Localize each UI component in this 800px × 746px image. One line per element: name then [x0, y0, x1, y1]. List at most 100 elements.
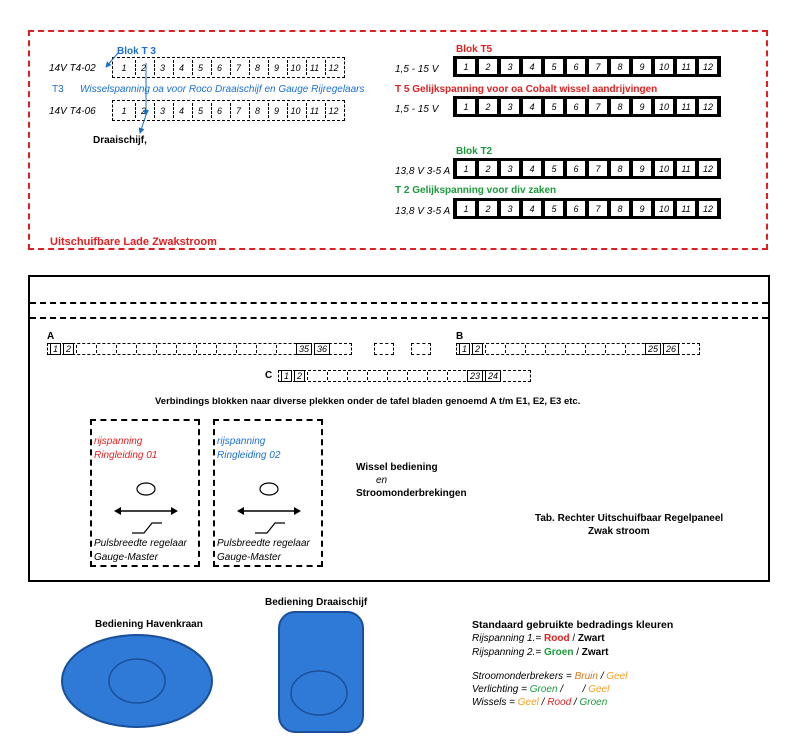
t3-desc-prefix: T3 — [52, 84, 64, 95]
blok-t2-title: Blok T2 — [456, 146, 493, 157]
block-c-strip: 1 2 23 24 — [278, 370, 531, 382]
terminal-6: 6 — [211, 103, 227, 118]
block-b-label: B — [456, 331, 464, 342]
block-b-first-1: 1 — [459, 343, 471, 355]
t3-row2-label: 14V T4-06 — [49, 106, 96, 117]
wissel-line1: Wissel bediening — [356, 462, 438, 473]
terminal-11: 11 — [677, 99, 695, 114]
t2-row1-label: 13,8 V 3-5 A — [395, 166, 451, 177]
terminal-2: 2 — [479, 161, 497, 176]
control-panel-frame — [28, 275, 770, 582]
terminal-6: 6 — [567, 161, 585, 176]
t5-desc: T 5 Gelijkspanning voor oa Cobalt wissel… — [395, 84, 658, 95]
terminal-4: 4 — [523, 201, 541, 216]
ctrl1-line1: rijspanning — [94, 436, 143, 447]
terminal-3: 3 — [154, 60, 170, 75]
ctrl1-knob-icon[interactable] — [110, 481, 180, 539]
ctrl1-line4: Gauge-Master — [94, 552, 158, 563]
wissel-line2: en — [376, 475, 388, 486]
terminal-1: 1 — [457, 161, 475, 176]
block-b-first-2: 2 — [472, 343, 484, 355]
blok-t5-title: Blok T5 — [456, 44, 493, 55]
tab-line1: Tab. Rechter Uitschuifbaar Regelpaneel — [535, 513, 724, 524]
terminal-2: 2 — [135, 60, 151, 75]
terminal-10: 10 — [655, 161, 673, 176]
ctrl2-line4: Gauge-Master — [217, 552, 281, 563]
terminal-5: 5 — [192, 60, 208, 75]
block-a-strip: 1 2 35 36 — [47, 343, 352, 355]
groen-swatch: Groen — [544, 647, 574, 658]
terminal-3: 3 — [501, 161, 519, 176]
rood-swatch: Rood — [544, 633, 570, 644]
ctrl2-line3: Pulsbreedte regelaar — [217, 538, 310, 549]
blok-t3-title: Blok T 3 — [117, 46, 156, 57]
terminal-9: 9 — [633, 201, 651, 216]
terminal-9: 9 — [268, 103, 284, 118]
block-c-first-1: 1 — [281, 370, 293, 382]
ctrl2-line2: Ringleiding 02 — [217, 450, 281, 461]
legend-rij2: Rijspanning 2.= Groen / Zwart — [472, 647, 609, 658]
terminal-8: 8 — [611, 201, 629, 216]
terminal-10: 10 — [655, 59, 673, 74]
draaischijf-control-icon[interactable] — [277, 610, 365, 735]
terminal-2: 2 — [479, 201, 497, 216]
terminal-2: 2 — [479, 99, 497, 114]
ctrl1-line3: Pulsbreedte regelaar — [94, 538, 187, 549]
terminal-5: 5 — [545, 161, 563, 176]
t3-arrows — [105, 52, 149, 134]
terminal-6: 6 — [567, 201, 585, 216]
t5-row1-label: 1,5 - 15 V — [395, 64, 439, 75]
t3-row1-label: 14V T4-02 — [49, 63, 96, 74]
ctrl1-line2: Ringleiding 01 — [94, 450, 158, 461]
terminal-3: 3 — [154, 103, 170, 118]
block-b-strip: 1 2 25 26 — [456, 343, 700, 355]
terminal-7: 7 — [230, 103, 246, 118]
t2-desc: T 2 Gelijkspanning voor div zaken — [395, 185, 557, 196]
terminal-4: 4 — [523, 99, 541, 114]
terminal-8: 8 — [611, 59, 629, 74]
terminal-5: 5 — [545, 59, 563, 74]
terminal-11: 11 — [677, 201, 695, 216]
terminal-11: 11 — [677, 59, 695, 74]
terminal-7: 7 — [230, 60, 246, 75]
ctrl2-knob-icon[interactable] — [233, 481, 303, 539]
terminal-4: 4 — [523, 161, 541, 176]
terminal-6: 6 — [567, 59, 585, 74]
terminal-4: 4 — [523, 59, 541, 74]
terminal-3: 3 — [501, 99, 519, 114]
terminal-7: 7 — [589, 161, 607, 176]
terminal-8: 8 — [611, 99, 629, 114]
legend-stroom: Stroomonderbrekers = Bruin / Geel — [472, 671, 628, 682]
terminal-7: 7 — [589, 201, 607, 216]
terminal-9: 9 — [633, 59, 651, 74]
terminal-12: 12 — [699, 59, 717, 74]
draaischijf-label: Draaischijf, — [93, 135, 147, 146]
controller-box-1: rijspanning Ringleiding 01 Pulsbreedte r… — [90, 419, 200, 567]
terminal-8: 8 — [249, 103, 265, 118]
block-c-last-2: 24 — [485, 370, 502, 382]
terminal-5: 5 — [192, 103, 208, 118]
terminal-9: 9 — [268, 60, 284, 75]
terminal-5: 5 — [545, 99, 563, 114]
havenkraan-control-icon[interactable] — [60, 633, 215, 733]
legend-wissels: Wissels = Geel / Rood / Groen — [472, 697, 608, 708]
terminal-11: 11 — [306, 60, 322, 75]
legend-title: Standaard gebruikte bedradings kleuren — [472, 619, 674, 631]
terminal-8: 8 — [249, 60, 265, 75]
block-b-last-1: 25 — [645, 343, 662, 355]
terminal-12: 12 — [699, 201, 717, 216]
terminal-7: 7 — [589, 59, 607, 74]
terminal-5: 5 — [545, 201, 563, 216]
terminal-12: 12 — [325, 103, 341, 118]
t5-row2-label: 1,5 - 15 V — [395, 104, 439, 115]
block-small-1 — [374, 343, 394, 355]
t2-row2-label: 13,8 V 3-5 A — [395, 206, 451, 217]
terminal-1: 1 — [457, 201, 475, 216]
terminal-4: 4 — [173, 60, 189, 75]
block-c-first-2: 2 — [294, 370, 306, 382]
block-a-label: A — [47, 331, 55, 342]
terminal-7: 7 — [589, 99, 607, 114]
